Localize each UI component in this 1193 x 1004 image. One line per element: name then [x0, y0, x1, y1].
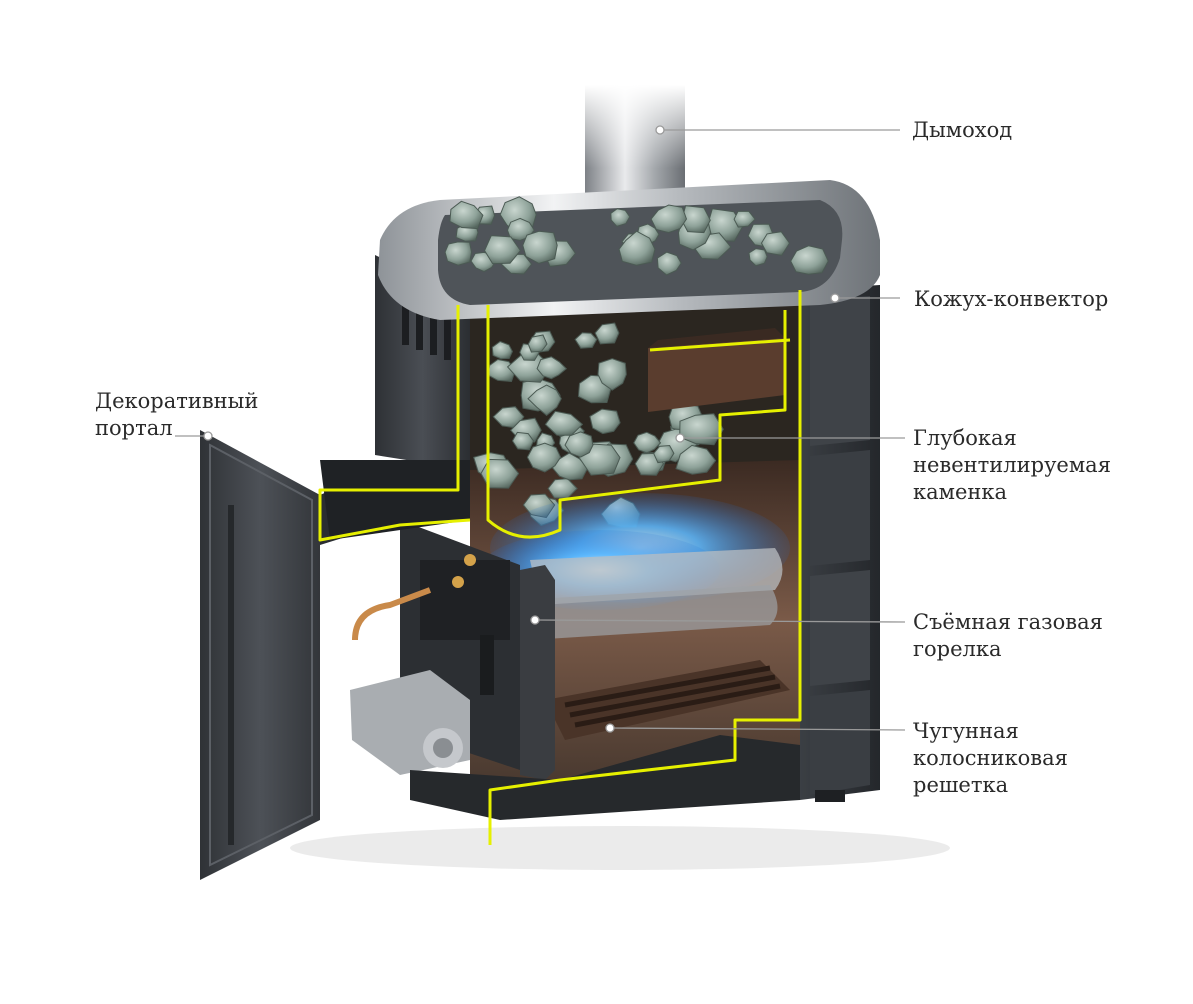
- stone: [650, 204, 688, 234]
- label-chimney: Дымоход: [912, 117, 1012, 144]
- label-line: каменка: [913, 480, 1008, 504]
- stone: [551, 452, 589, 481]
- label-line: Чугунная: [913, 719, 1019, 743]
- burner-flames: [480, 493, 790, 640]
- decorative-portal: [200, 430, 470, 880]
- stone: [790, 245, 829, 275]
- stone: [526, 442, 562, 473]
- convector-casing: [800, 285, 880, 802]
- label-line: портал: [95, 416, 173, 440]
- cast-iron-grate: [545, 660, 790, 740]
- leader-lines: [175, 129, 906, 731]
- stone: [484, 235, 522, 265]
- stone: [733, 210, 756, 228]
- label-burner: Съёмная газовая горелка: [913, 609, 1103, 663]
- stone: [653, 444, 675, 464]
- label-grate: Чугунная колосниковая решетка: [913, 718, 1068, 799]
- stone: [564, 431, 594, 458]
- stone: [589, 408, 621, 435]
- label-line: колосниковая: [913, 746, 1068, 770]
- baffle-plate-top: [648, 328, 785, 348]
- gas-valve: [350, 670, 470, 775]
- section-outline: [318, 290, 802, 845]
- label-line: Кожух-конвектор: [914, 287, 1109, 311]
- label-stones: Глубокая невентилируемая каменка: [913, 425, 1111, 506]
- stone: [511, 431, 535, 451]
- label-line: горелка: [913, 637, 1002, 661]
- label-line: решетка: [913, 773, 1009, 797]
- stone: [480, 458, 520, 489]
- floor-shadow: [290, 826, 950, 870]
- label-line: Съёмная газовая: [913, 610, 1103, 634]
- leader-dots: [203, 125, 840, 733]
- base-plate: [410, 735, 800, 820]
- stone: [618, 230, 656, 266]
- stone: [527, 384, 562, 416]
- stone: [633, 431, 662, 454]
- baffle-plate: [648, 338, 785, 412]
- leader-dot-burner: [530, 615, 540, 625]
- label-line: невентилируемая: [913, 453, 1111, 477]
- stone: [444, 241, 473, 266]
- stone: [449, 200, 484, 230]
- stone: [748, 248, 768, 267]
- burner-front-panel: [350, 520, 555, 780]
- stone: [610, 208, 631, 227]
- stone: [679, 413, 724, 446]
- stone: [527, 334, 548, 353]
- stone: [656, 251, 682, 276]
- stone: [574, 332, 598, 349]
- leader-dot-casing: [830, 293, 840, 303]
- label-casing: Кожух-конвектор: [914, 286, 1108, 313]
- label-line: Декоративный: [95, 389, 259, 413]
- label-line: Дымоход: [912, 118, 1013, 142]
- stone: [675, 444, 717, 475]
- leader-dot-grate: [605, 723, 615, 733]
- label-portal: Декоративный портал: [95, 388, 258, 442]
- stone: [760, 231, 791, 256]
- label-line: Глубокая: [913, 426, 1017, 450]
- stone: [491, 340, 513, 360]
- leader-dot-portal: [203, 431, 213, 441]
- leader-dot-stones: [675, 433, 685, 443]
- stone: [597, 358, 627, 391]
- stone: [522, 230, 558, 264]
- stone: [536, 356, 568, 380]
- leader-dot-chimney: [655, 125, 665, 135]
- stone: [594, 322, 620, 345]
